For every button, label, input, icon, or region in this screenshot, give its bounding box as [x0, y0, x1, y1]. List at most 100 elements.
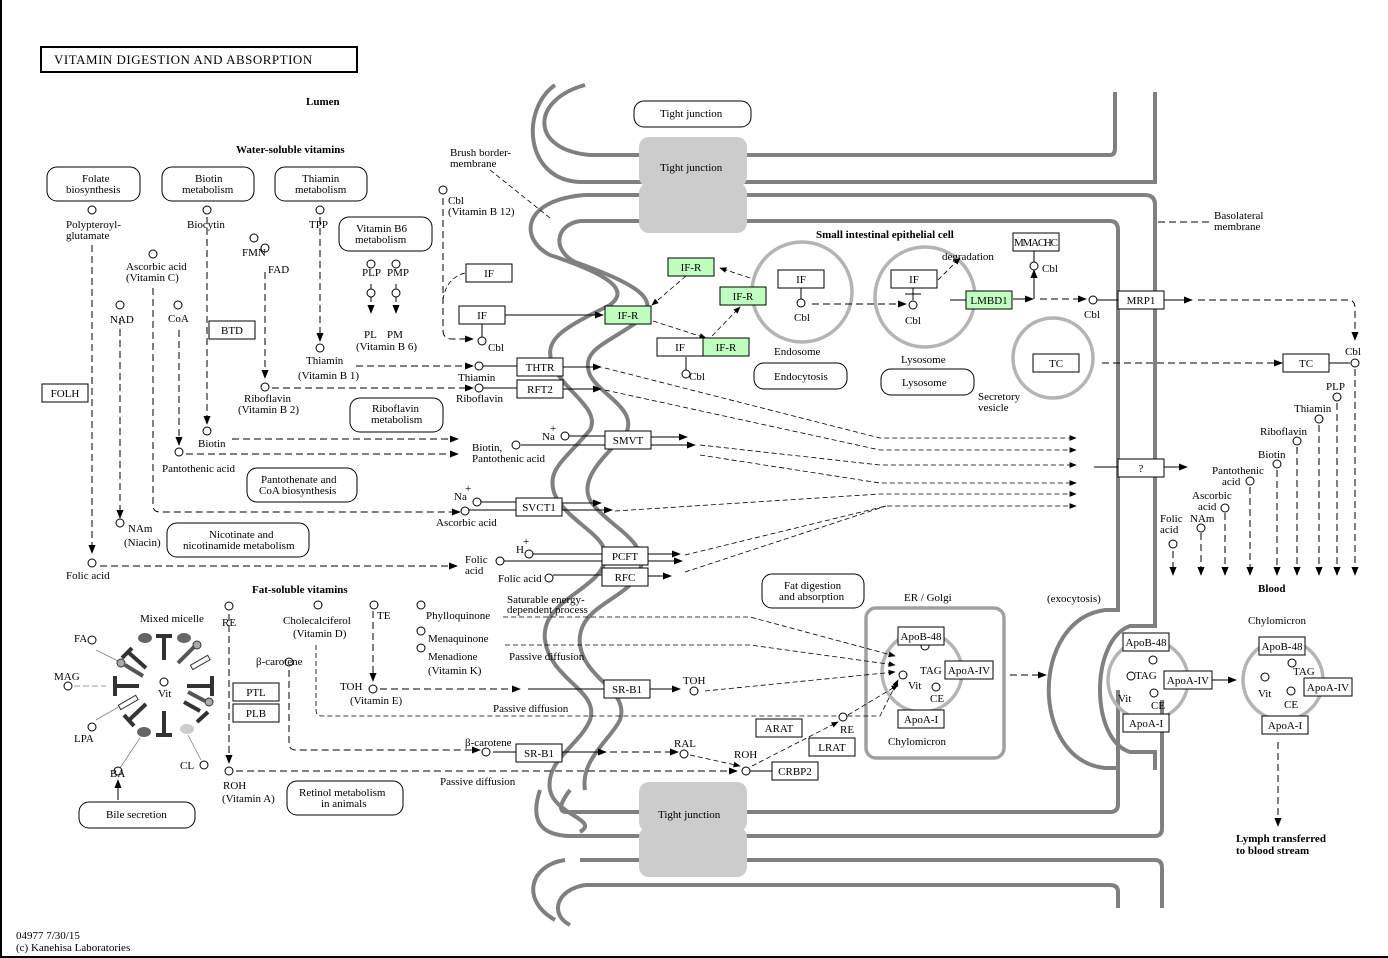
gene-box-lmbd1[interactable]: LMBD1 — [965, 290, 1013, 310]
gene-box-apoa4-er[interactable]: ApoA-IV — [944, 660, 994, 680]
compound-node[interactable] — [416, 643, 426, 653]
compound-node[interactable] — [115, 300, 125, 310]
gene-box-btd[interactable]: BTD — [208, 320, 256, 340]
map-pantothenate[interactable]: Pantothenate and CoA biosynthesis — [246, 467, 358, 503]
compound-node[interactable] — [148, 249, 158, 259]
map-riboflavin[interactable]: Riboflavin metabolism — [349, 397, 444, 433]
compound-node[interactable] — [1088, 295, 1098, 305]
gene-box-if1[interactable]: IF — [465, 263, 513, 283]
gene-box-if-lyso[interactable]: IF — [890, 269, 938, 289]
gene-box-tc-cell[interactable]: TC — [1032, 353, 1080, 373]
gene-box-srb1-b[interactable]: SR-B1 — [515, 743, 563, 763]
compound-node[interactable] — [1260, 672, 1270, 682]
gene-box-ifr-right[interactable]: IF-R — [719, 286, 767, 306]
compound-node[interactable] — [202, 205, 212, 215]
compound-node[interactable] — [1029, 261, 1039, 271]
gene-box-apoa1-bl[interactable]: ApoA-I — [1261, 715, 1309, 735]
compound-node[interactable] — [511, 440, 521, 450]
compound-node[interactable] — [438, 185, 448, 195]
compound-node[interactable] — [366, 259, 376, 269]
gene-box-rft2[interactable]: RFT2 — [516, 379, 564, 399]
compound-node[interactable] — [1286, 686, 1296, 696]
map-vitamin-b6[interactable]: Vitamin B6 metabolism — [338, 216, 433, 252]
gene-box-crbp2[interactable]: CRBP2 — [771, 761, 819, 781]
map-fat-digestion[interactable]: Fat digestion and absorption — [761, 573, 865, 609]
gene-box-smvt[interactable]: SMVT — [604, 430, 652, 450]
gene-box-rfc[interactable]: RFC — [601, 567, 649, 587]
map-thiamin[interactable]: Thiamin metabolism — [274, 166, 368, 202]
compound-node[interactable] — [474, 361, 484, 371]
compound-node[interactable] — [1245, 476, 1255, 486]
compound-node[interactable] — [474, 383, 484, 393]
compound-node[interactable] — [908, 300, 918, 310]
gene-box-ifr-main[interactable]: IF-R — [604, 305, 652, 325]
compound-node[interactable] — [1149, 688, 1159, 698]
compound-node[interactable] — [1168, 539, 1178, 549]
compound-node[interactable] — [416, 600, 426, 610]
gene-box-unknown[interactable]: ? — [1117, 458, 1165, 478]
gene-box-apob48-bl[interactable]: ApoB-48 — [1258, 636, 1306, 656]
map-folate[interactable]: Folate biosynthesis — [46, 166, 141, 202]
gene-box-pcft[interactable]: PCFT — [601, 546, 649, 566]
compound-node[interactable] — [495, 556, 505, 566]
gene-box-folh[interactable]: FOLH — [41, 383, 89, 403]
gene-box-apob48-exo[interactable]: ApoB-48 — [1122, 632, 1170, 652]
map-lysosome[interactable]: Lysosome — [880, 368, 975, 396]
gene-box-thtr[interactable]: THTR — [516, 357, 564, 377]
compound-node[interactable] — [477, 336, 487, 346]
compound-node[interactable] — [224, 766, 234, 776]
gene-box-tc-blood[interactable]: TC — [1282, 353, 1330, 373]
compound-node[interactable] — [224, 601, 234, 611]
compound-node[interactable] — [481, 747, 491, 757]
map-retinol[interactable]: Retinol metabolism in animals — [286, 780, 404, 816]
gene-box-svct1[interactable]: SVCT1 — [515, 497, 563, 517]
compound-node[interactable] — [315, 205, 325, 215]
compound-node[interactable] — [113, 766, 123, 776]
compound-node[interactable] — [202, 426, 212, 436]
gene-box-plb[interactable]: PLB — [232, 703, 280, 723]
gene-box-ifr-top[interactable]: IF-R — [667, 257, 715, 277]
compound-node[interactable] — [391, 288, 401, 298]
compound-node[interactable] — [460, 506, 470, 516]
compound-node[interactable] — [173, 300, 183, 310]
gene-box-apoa1-er[interactable]: ApoA-I — [897, 709, 945, 729]
compound-node[interactable] — [1196, 523, 1206, 533]
gene-box-mmachc[interactable]: MMACHC — [1012, 232, 1060, 252]
compound-node[interactable] — [838, 712, 848, 722]
gene-box-ifr-complex[interactable]: IF-R — [702, 337, 750, 357]
compound-node[interactable] — [1332, 392, 1342, 402]
gene-box-apoa1-exo[interactable]: ApoA-I — [1122, 713, 1170, 733]
compound-node[interactable] — [681, 369, 691, 379]
map-tight-junction[interactable]: Tight junction — [633, 100, 752, 128]
compound-node[interactable] — [199, 760, 209, 770]
compound-node[interactable] — [741, 766, 751, 776]
compound-node[interactable] — [416, 626, 426, 636]
compound-node[interactable] — [368, 684, 378, 694]
gene-box-apoa4-exo[interactable]: ApoA-IV — [1163, 670, 1213, 690]
gene-box-if-endo[interactable]: IF — [777, 269, 825, 289]
compound-node[interactable] — [159, 677, 169, 687]
compound-node[interactable] — [369, 600, 379, 610]
compound-node[interactable] — [1292, 436, 1302, 446]
gene-box-if2[interactable]: IF — [458, 305, 506, 325]
compound-node[interactable] — [1148, 655, 1158, 665]
compound-node[interactable] — [524, 549, 534, 559]
compound-node[interactable] — [1272, 459, 1282, 469]
compound-node[interactable] — [544, 573, 554, 583]
map-bile-secretion[interactable]: Bile secretion — [78, 801, 196, 829]
map-nicotinate[interactable]: Nicotinate and nicotinamide metabolism — [166, 522, 310, 558]
compound-node[interactable] — [1220, 503, 1230, 513]
compound-node[interactable] — [87, 558, 97, 568]
compound-node[interactable] — [174, 447, 184, 457]
compound-node[interactable] — [560, 431, 570, 441]
gene-box-arat[interactable]: ARAT — [755, 718, 803, 738]
compound-node[interactable] — [249, 233, 259, 243]
compound-node[interactable] — [679, 749, 689, 759]
compound-node[interactable] — [898, 670, 908, 680]
compound-node[interactable] — [1350, 358, 1360, 368]
compound-node[interactable] — [284, 657, 294, 667]
gene-box-ptl[interactable]: PTL — [232, 682, 280, 702]
gene-box-apoa4-bl[interactable]: ApoA-IV — [1303, 677, 1353, 697]
gene-box-mrp1[interactable]: MRP1 — [1117, 290, 1165, 310]
gene-box-srb1-a[interactable]: SR-B1 — [603, 679, 651, 699]
